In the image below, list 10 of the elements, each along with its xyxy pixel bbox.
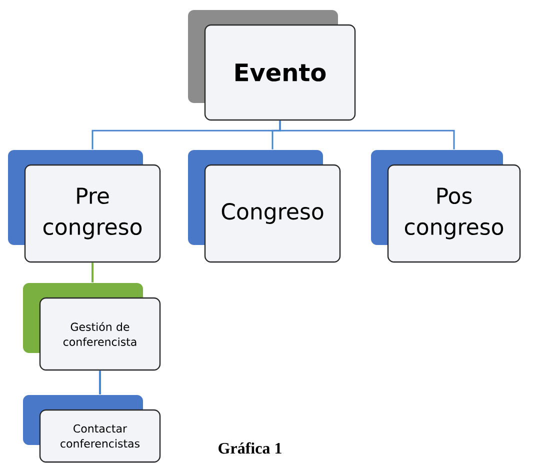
- connector: [279, 120, 455, 150]
- connector: [99, 370, 101, 394]
- connector: [92, 262, 94, 282]
- process-box: Contactar conferencistas: [23, 395, 161, 463]
- process-box: Pos congreso: [371, 150, 521, 263]
- process-box: Gestión de conferencista: [23, 283, 161, 371]
- caption: Gráfica 1: [218, 442, 282, 454]
- process-box: Congreso: [188, 150, 341, 263]
- process-box: Pre congreso: [8, 150, 161, 263]
- process-box: Evento: [188, 10, 356, 121]
